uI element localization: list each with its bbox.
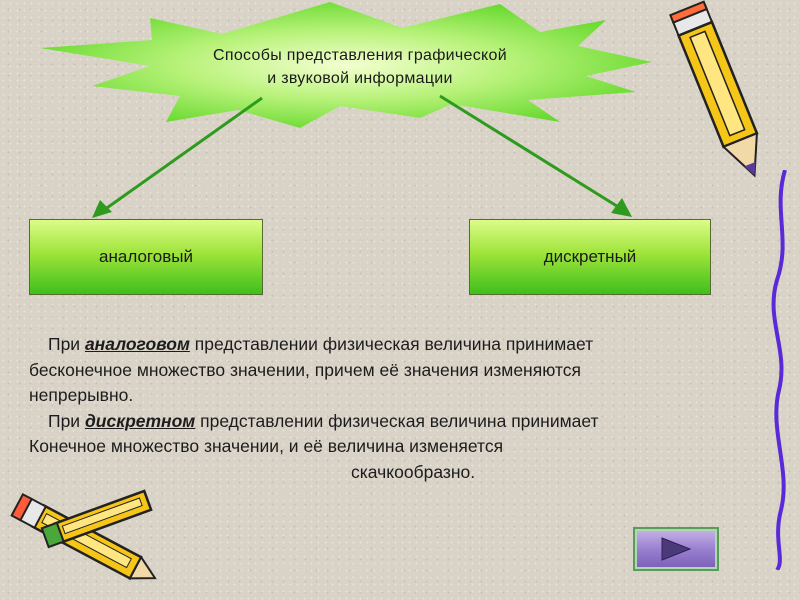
- pencils-icon: [10, 489, 157, 581]
- pencil-icon: [669, 0, 759, 178]
- decorative-squiggle: [771, 170, 787, 570]
- page-title: Способы представления графической и звук…: [150, 44, 570, 90]
- analog-box: аналоговый: [29, 219, 263, 295]
- p2-rest: представлении физическая величина приним…: [195, 410, 599, 431]
- discrete-label: дискретный: [543, 247, 637, 266]
- analog-label: аналоговый: [99, 247, 193, 266]
- arrowhead-analog: [92, 200, 112, 218]
- arrow-to-analog: [103, 96, 263, 212]
- p2-line3: скачкообразно.: [351, 461, 476, 482]
- body-text: При аналоговом представлении физическая …: [29, 332, 769, 485]
- starburst-shape: [40, 2, 652, 128]
- p1-emphasis: аналоговом: [84, 334, 190, 354]
- paragraph-discrete: При дискретном представлении физическая …: [29, 409, 769, 486]
- next-slide-button[interactable]: [633, 527, 719, 571]
- title-line-2: и звуковой информации: [267, 70, 453, 87]
- discrete-box: дискретный: [469, 219, 711, 295]
- arrow-to-discrete: [439, 94, 621, 210]
- p2-prefix: При: [48, 410, 85, 431]
- paragraph-analog: При аналоговом представлении физическая …: [29, 332, 769, 409]
- p1-line3: непрерывно.: [29, 385, 134, 405]
- p1-line2: бесконечное множество значении, причем е…: [29, 359, 581, 380]
- p2-line2: Конечное множество значении, и её величи…: [29, 436, 504, 456]
- title-line-1: Способы представления графической: [213, 47, 507, 64]
- p2-emphasis: дискретном: [84, 410, 196, 431]
- p1-rest: представлении физическая величина приним…: [189, 334, 594, 354]
- p1-prefix: При: [48, 334, 85, 354]
- play-triangle-icon: [661, 537, 692, 561]
- arrowhead-discrete: [611, 198, 632, 217]
